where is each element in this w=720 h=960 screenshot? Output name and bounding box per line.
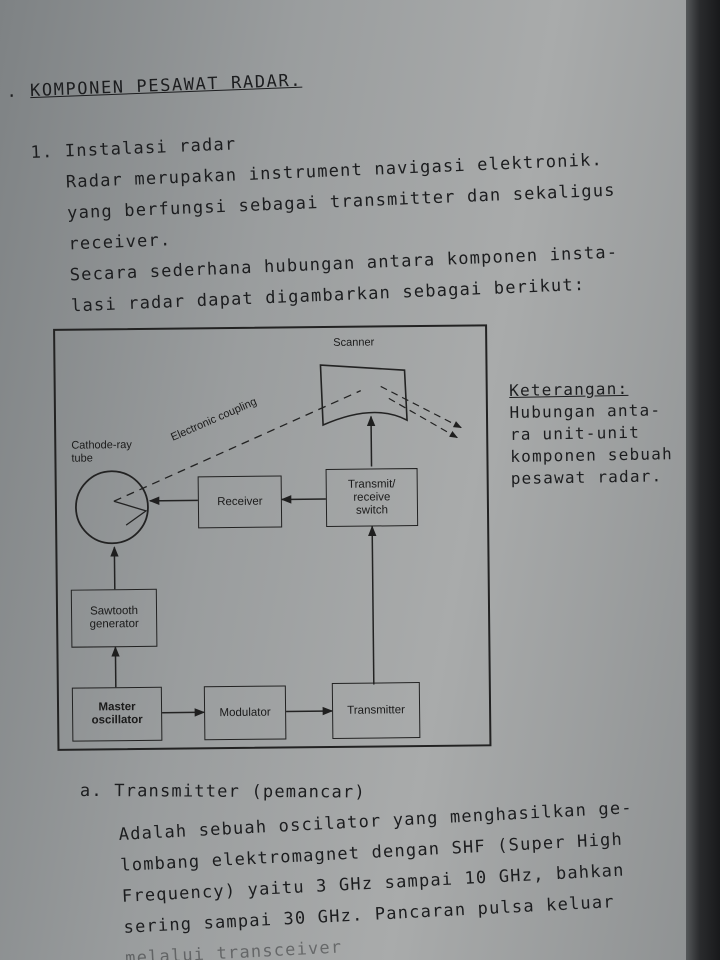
master-oscillator-block: Master oscillator xyxy=(71,686,163,742)
keterangan-line: ra unit-unit xyxy=(509,422,641,444)
intro-number: 1. xyxy=(30,142,54,163)
crt-circle xyxy=(75,470,149,545)
transmitter-block: Transmitter xyxy=(331,682,421,739)
receiver-label: Receiver xyxy=(217,495,263,508)
sawtooth-generator-block: Sawtooth generator xyxy=(70,588,158,648)
transmitter-paragraph: Adalah sebuah oscilator yang menghasilka… xyxy=(118,793,640,960)
sawtooth-label: Sawtooth generator xyxy=(89,604,139,631)
transmit-receive-switch-block: Transmit/ receive switch xyxy=(325,468,419,528)
master-oscillator-label: Master oscillator xyxy=(91,701,143,727)
subsection-a-title: Transmitter (pemancar) xyxy=(114,781,366,803)
page-edge-shadow xyxy=(686,0,720,960)
keterangan-note: Keterangan: Hubungan anta- ra unit-unit … xyxy=(509,377,673,490)
keterangan-line: komponen sebuah xyxy=(510,444,673,466)
diagram-frame xyxy=(53,324,492,751)
beam-out xyxy=(380,385,462,429)
diagram-lines xyxy=(53,324,492,751)
scanner-label: Scanner xyxy=(333,336,375,349)
keterangan-title: Keterangan: xyxy=(509,378,629,400)
keterangan-line: Hubungan anta- xyxy=(509,400,662,422)
crt-label: Cathode-ray tube xyxy=(71,439,132,465)
document-page: . KOMPONEN PESAWAT RADAR. 1. Instalasi r… xyxy=(0,0,690,960)
subsection-a-heading: a. Transmitter (pemancar) xyxy=(80,781,366,802)
electronic-coupling-line xyxy=(113,390,362,502)
transmitter-label: Transmitter xyxy=(347,703,406,717)
keterangan-line: pesawat radar. xyxy=(510,466,663,488)
subsection-a-label: a. xyxy=(79,781,103,802)
intro-subheading: Instalasi radar xyxy=(64,134,237,162)
modulator-block: Modulator xyxy=(203,685,287,741)
tr-switch-label: Transmit/ receive switch xyxy=(347,477,396,517)
beam-in xyxy=(388,397,458,439)
radar-block-diagram: Scanner Cathode-ray tube Electronic coup… xyxy=(40,317,496,752)
modulator-label: Modulator xyxy=(219,706,271,719)
section-heading: . KOMPONEN PESAWAT RADAR. xyxy=(6,71,302,102)
receiver-block: Receiver xyxy=(197,475,283,529)
scanner-antenna xyxy=(319,364,408,427)
heading-bullet: . xyxy=(6,81,19,102)
heading-text: KOMPONEN PESAWAT RADAR. xyxy=(29,70,303,102)
intro-block: 1. Instalasi radar Radar merupakan instr… xyxy=(30,114,620,324)
